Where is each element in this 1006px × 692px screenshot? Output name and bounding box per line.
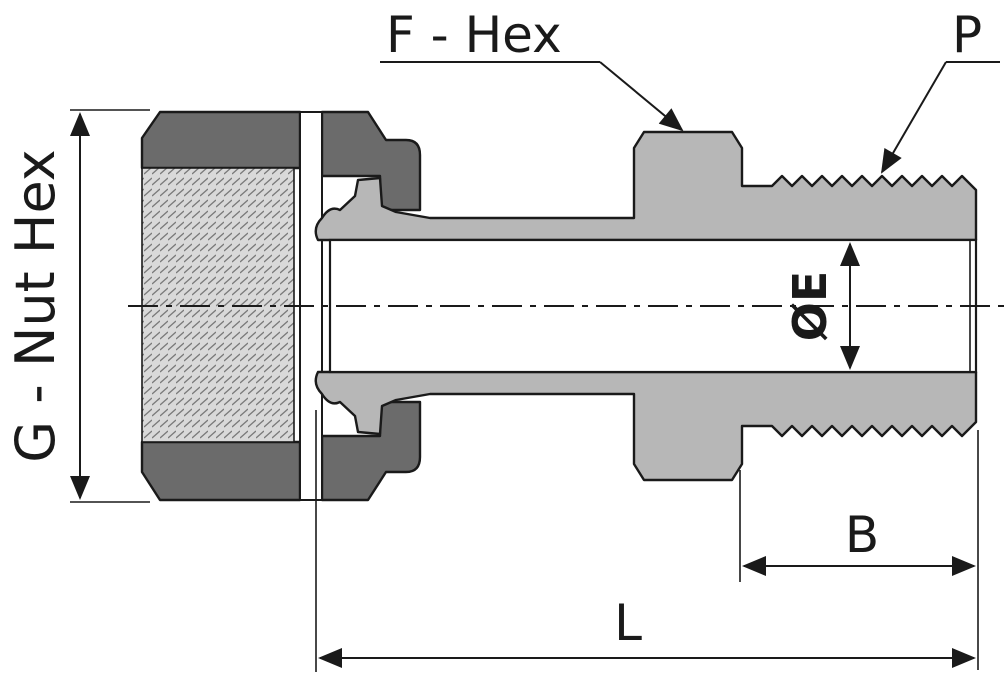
diameter-e-dimension: ØE xyxy=(783,242,860,370)
body-top xyxy=(314,130,978,242)
b-label: B xyxy=(845,506,879,564)
g-nut-hex-dimension: G - Nut Hex xyxy=(4,109,150,503)
l-dimension: L xyxy=(315,410,976,672)
p-callout: P xyxy=(880,6,1000,174)
g-nut-hex-label: G - Nut Hex xyxy=(4,149,67,462)
f-hex-callout: F - Hex xyxy=(380,6,684,132)
f-hex-leader xyxy=(599,61,684,132)
f-hex-label: F - Hex xyxy=(386,6,562,64)
nut-top xyxy=(140,110,302,170)
nut-bottom xyxy=(140,440,302,502)
l-label: L xyxy=(614,594,642,652)
p-label: P xyxy=(952,6,982,64)
diameter-e-label: ØE xyxy=(783,271,837,342)
p-leader xyxy=(880,61,947,174)
body-bottom xyxy=(314,370,978,482)
b-dimension: B xyxy=(739,430,979,670)
